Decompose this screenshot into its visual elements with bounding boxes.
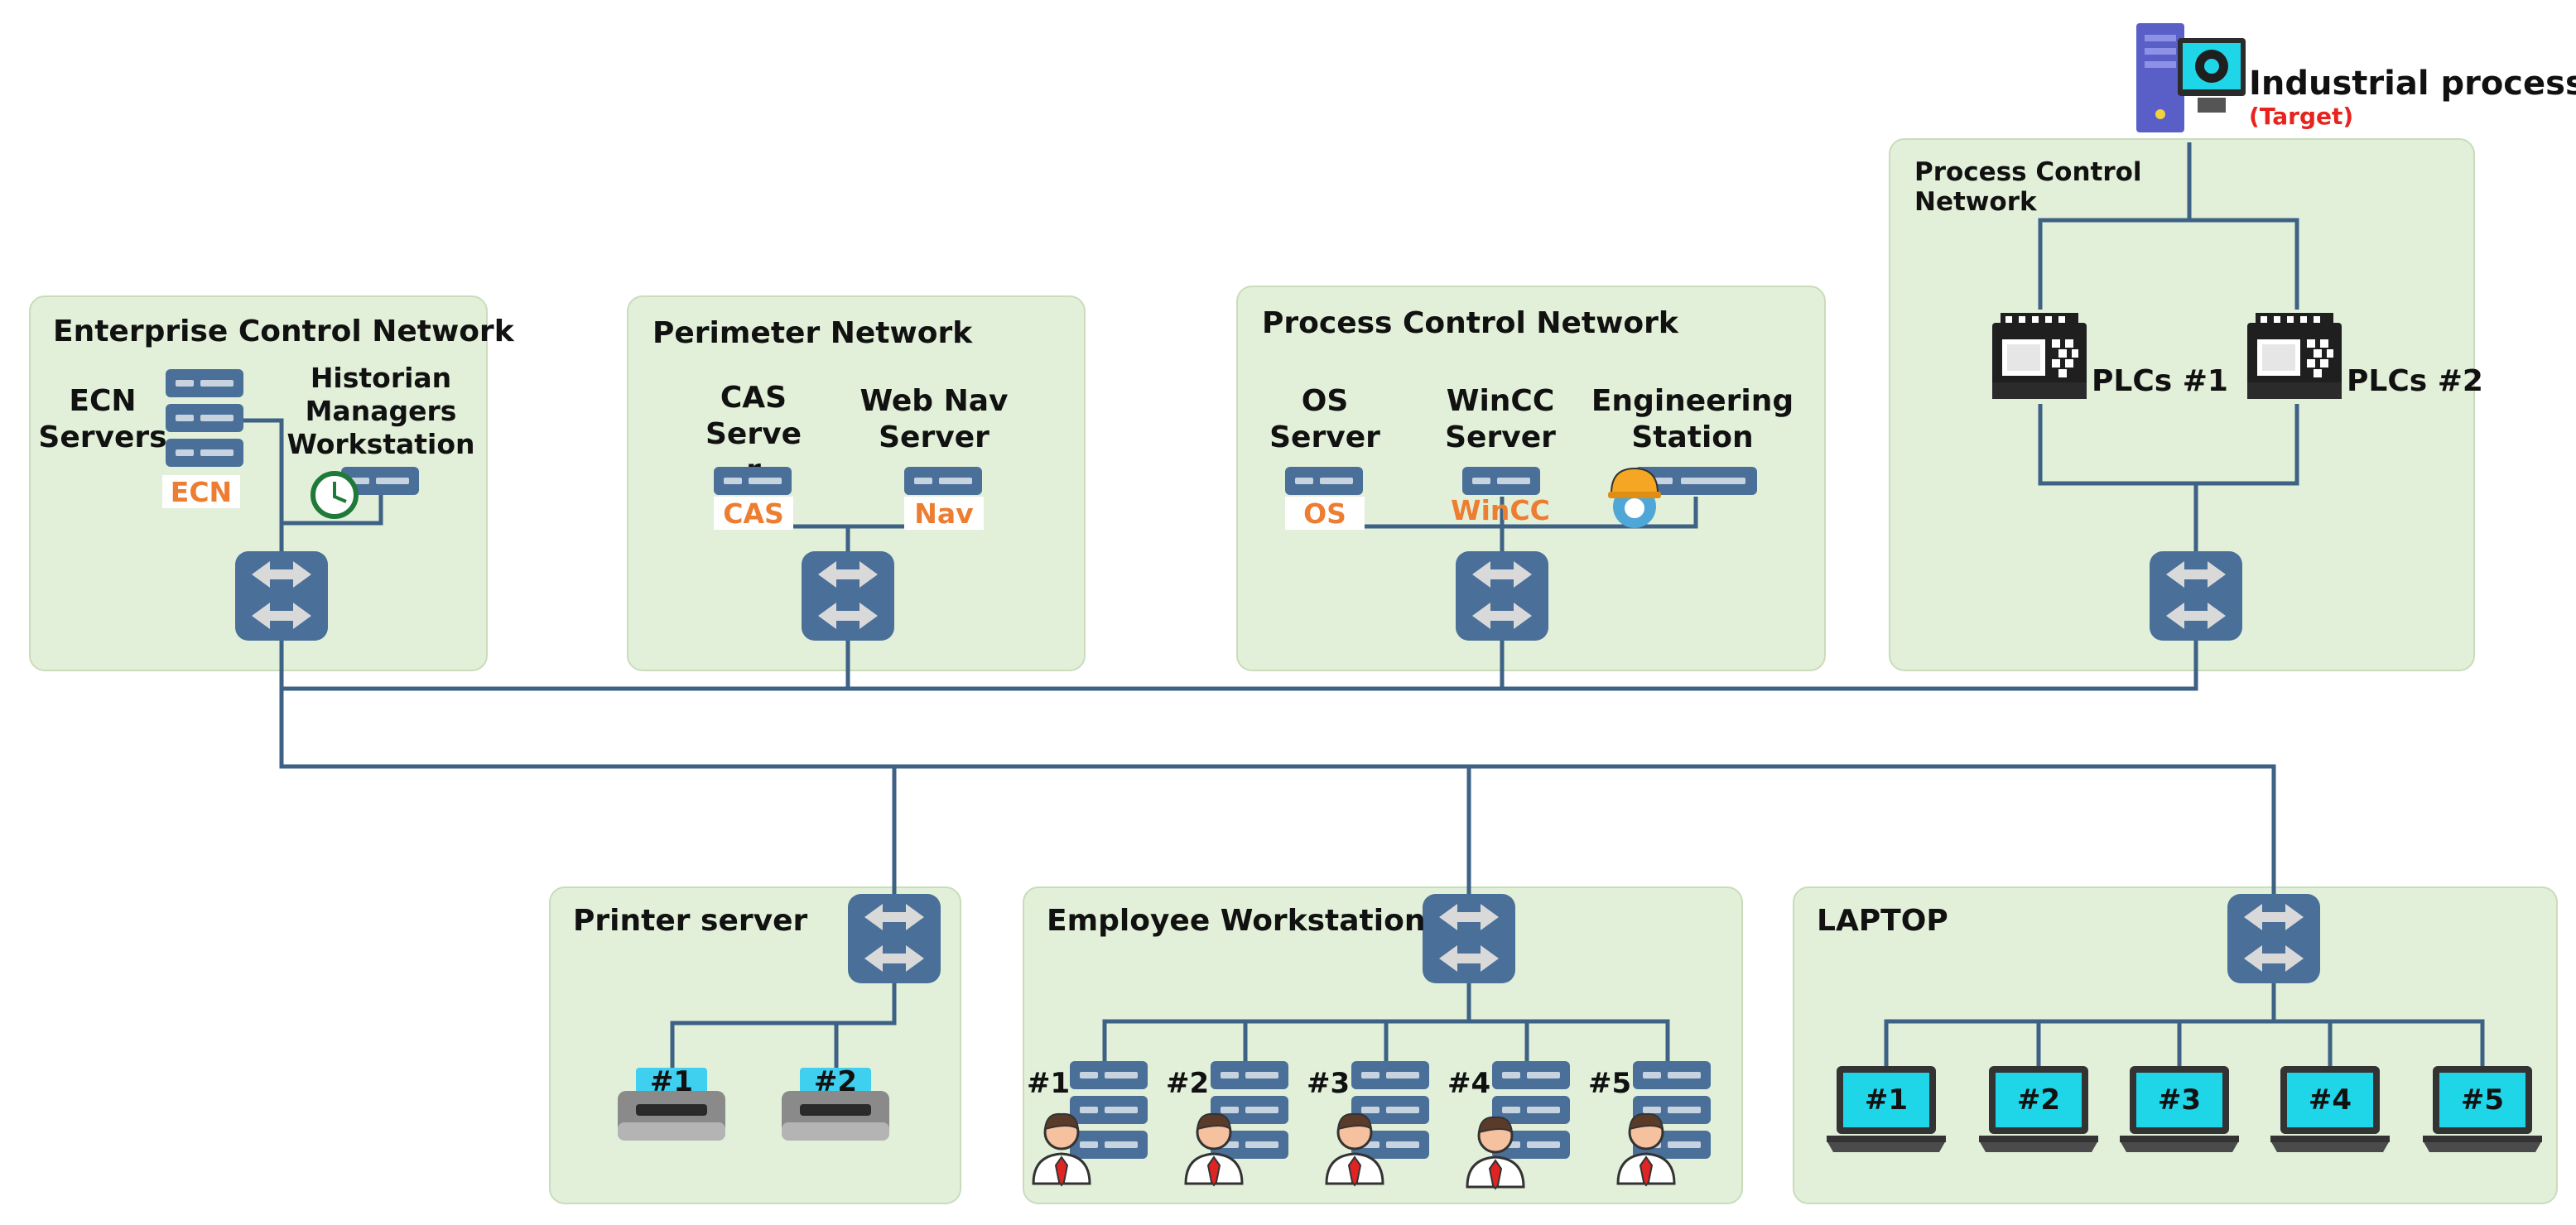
nav-label-1: Web Nav [859, 384, 1008, 418]
laptop-number-4: #4 [2309, 1083, 2352, 1117]
employee-workstation-2: #2 [1166, 1061, 1288, 1187]
laptop-number-2: #2 [2017, 1083, 2060, 1117]
employee-workstation-4: #4 [1447, 1061, 1570, 1190]
zone-title-process-control: Process Control Network [1262, 306, 1679, 340]
cas-label-2: Serve [705, 417, 802, 451]
server-icon [1070, 1061, 1148, 1159]
laptop-number-1: #1 [1865, 1083, 1908, 1117]
cas-label-1: CAS [720, 381, 787, 415]
employee-number: #3 [1307, 1067, 1350, 1100]
switch-icon [848, 894, 941, 983]
target-title: Industrial process [2249, 65, 2576, 103]
zone-process-control-2 [1889, 138, 2475, 671]
plc-label-2: PLCs #2 [2347, 364, 2483, 398]
zone-title-perimeter: Perimeter Network [652, 316, 973, 350]
engineering-label-2: Station [1631, 420, 1753, 454]
server-icon [1462, 467, 1540, 495]
engineer-helmet-icon [1608, 467, 1661, 528]
laptop-number-5: #5 [2461, 1083, 2504, 1117]
server-icon [166, 369, 243, 467]
employee-number: #4 [1447, 1067, 1490, 1100]
nav-label-2: Server [879, 420, 989, 454]
nav-tag-bg [904, 497, 984, 530]
nav-tag: Nav [914, 497, 974, 530]
zone-title-process-control-2-line-1: Process Control [1914, 157, 2142, 187]
wincc-label-2: Server [1445, 420, 1556, 454]
ecn-servers-label-1: ECN [69, 384, 136, 418]
internal-wires [243, 142, 2485, 1068]
zone-enterprise [29, 295, 488, 671]
plc-icon [2247, 313, 2342, 399]
employee-number: #1 [1027, 1067, 1070, 1100]
historian-label-3: Workstation [286, 428, 474, 460]
employee-number: #2 [1166, 1067, 1209, 1100]
target-subtitle: (Target) [2249, 103, 2353, 130]
cas-tag: CAS [723, 497, 784, 530]
server-icon [1635, 467, 1757, 495]
plc-icon [1992, 313, 2087, 399]
engineering-label-1: Engineering [1591, 384, 1794, 418]
ecn-server-tag: ECN [171, 476, 232, 508]
historian-label-1: Historian [311, 362, 451, 394]
os-label-2: Server [1269, 420, 1380, 454]
ecn-servers-label-2: Servers [38, 420, 166, 454]
os-tag-bg [1285, 497, 1365, 530]
zone-perimeter [627, 295, 1086, 671]
switch-icon [2150, 551, 2242, 641]
historian-clock-icon [311, 471, 359, 519]
employee-workstation-5: #5 [1588, 1061, 1711, 1187]
zone-title-process-control-2-line-2: Network [1914, 187, 2038, 217]
zone-title-printer: Printer server [573, 904, 808, 938]
server-icon [1285, 467, 1363, 495]
zone-title-employee: Employee Workstation [1047, 904, 1425, 938]
server-icon [714, 467, 792, 495]
employee-workstation-3: #3 [1307, 1061, 1429, 1187]
printer-number-2: #2 [814, 1065, 857, 1098]
backbone-wires [279, 637, 2276, 894]
plc-label-1: PLCs #1 [2092, 364, 2228, 398]
printer-number-1: #1 [650, 1065, 693, 1098]
ecn-tag-bg [162, 475, 240, 508]
zone-title-enterprise: Enterprise Control Network [53, 315, 515, 348]
laptop-number-3: #3 [2158, 1083, 2201, 1117]
wincc-label-1: WinCC [1447, 384, 1555, 418]
switch-icon [2227, 894, 2320, 983]
zone-title-laptop: LAPTOP [1817, 904, 1948, 938]
os-tag: OS [1303, 497, 1346, 530]
switch-icon [1456, 551, 1548, 641]
employee-number: #5 [1588, 1067, 1631, 1100]
server-icon [904, 467, 982, 495]
historian-label-2: Managers [306, 395, 457, 427]
switch-icon [235, 551, 328, 641]
cas-tag-bg [714, 497, 793, 530]
wincc-tag: WinCC [1451, 494, 1550, 526]
employee-workstation-1: #1 [1027, 1061, 1148, 1187]
industrial-computer-icon [2136, 23, 2246, 132]
switch-icon [802, 551, 894, 641]
os-label-1: OS [1302, 384, 1349, 418]
switch-icon [1423, 894, 1515, 983]
